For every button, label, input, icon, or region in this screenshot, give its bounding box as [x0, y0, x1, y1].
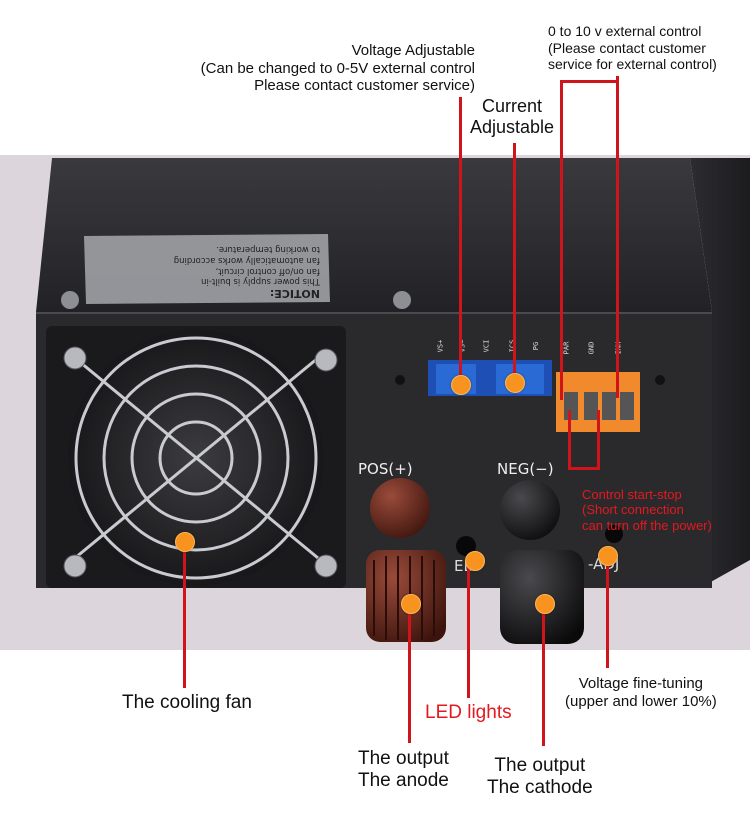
- notice-title: NOTICE:: [269, 287, 320, 300]
- label-fine-tuning: Voltage fine-tuning (upper and lower 10%…: [565, 675, 717, 710]
- pot-label-vci: VCI: [482, 339, 491, 353]
- pot-label-vs-plus: VS+: [436, 339, 445, 353]
- label-control-start-stop: Control start-stop (Short connection can…: [582, 487, 712, 533]
- neg-label: NEG(−): [497, 460, 554, 478]
- label-cathode: The output The cathode: [487, 755, 593, 799]
- notice-text: NOTICE: This power supply is built-in fa…: [96, 238, 320, 300]
- leader-cathode: [542, 603, 545, 746]
- marker-voltage-adj: [451, 375, 471, 395]
- label-voltage-adjustable: Voltage Adjustable (Can be changed to 0-…: [200, 42, 475, 95]
- leader-led: [467, 558, 470, 698]
- leader-anode: [408, 603, 411, 743]
- marker-cooling-fan: [175, 532, 195, 552]
- terminal-label-gnd: GND: [587, 341, 596, 355]
- leader-current-adj: [513, 143, 516, 383]
- marker-fine-tuning: [598, 546, 618, 566]
- leader-external-ctrl-a: [560, 80, 563, 400]
- marker-anode: [401, 594, 421, 614]
- notice-sticker: [84, 234, 330, 304]
- label-current-adjustable: Current Adjustable: [470, 96, 555, 138]
- leader-gnd: [616, 80, 619, 398]
- neg-terminal-cap: [500, 480, 560, 540]
- marker-cathode: [535, 594, 555, 614]
- pos-label: POS(+): [358, 460, 413, 478]
- leader-voltage-adj: [459, 97, 462, 385]
- leader-fine-tuning: [606, 556, 609, 668]
- label-led-lights: LED lights: [425, 702, 512, 723]
- leader-external-ctrl-c: [616, 76, 619, 82]
- vadj-hole: [605, 525, 623, 543]
- marker-led: [465, 551, 485, 571]
- leader-external-ctrl-b: [560, 80, 618, 83]
- pos-terminal-cap: [370, 478, 430, 538]
- terminal-label-par: PAR: [562, 341, 571, 355]
- label-anode: The output The anode: [358, 748, 449, 792]
- leader-cooling-fan: [183, 542, 186, 688]
- pot-label-pg: PG: [532, 341, 541, 351]
- label-cooling-fan: The cooling fan: [122, 692, 252, 713]
- marker-current-adj: [505, 373, 525, 393]
- leader-control-start-stop-b: [568, 467, 600, 470]
- label-external-control: 0 to 10 v external control (Please conta…: [548, 23, 717, 73]
- notice-body: This power supply is built-in fan on/off…: [173, 244, 320, 287]
- leader-control-start-stop-c: [597, 410, 600, 470]
- leader-control-start-stop-a: [568, 410, 571, 470]
